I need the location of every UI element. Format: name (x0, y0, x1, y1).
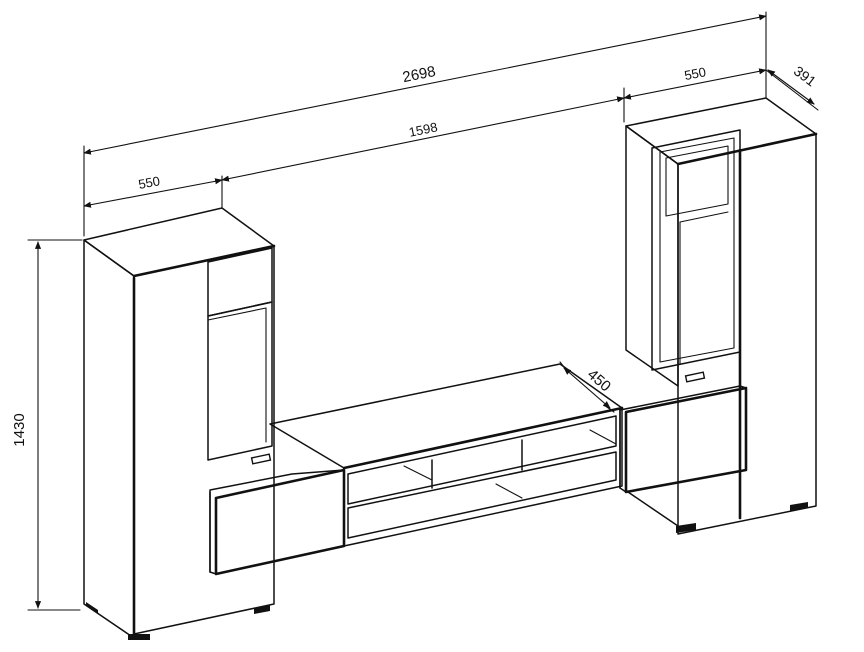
left-cabinet-width-label: 550 (137, 173, 161, 192)
left-cabinet-width-dimension-line (83, 178, 223, 208)
right-cabinet-front (677, 133, 817, 535)
right-cabinet-glass-door (651, 129, 741, 371)
tv-bench-front (343, 407, 623, 547)
left-cabinet-side (83, 239, 135, 639)
right-drawer-front (624, 386, 748, 494)
left-low-drawer-unit (209, 468, 346, 576)
right-cabinet-handle (684, 371, 706, 383)
right-tall-cabinet (625, 97, 818, 535)
left-cabinet-front (133, 245, 275, 635)
right-cabinet-foot (790, 502, 808, 511)
middle-width-label: 1598 (407, 119, 438, 139)
right-low-drawer-unit (619, 385, 748, 527)
side-depth-label: 391 (791, 63, 819, 90)
overall-width-dimension-line (83, 14, 767, 155)
tv-bench-lower-shelf (347, 451, 617, 539)
middle-depth-dimension-line (563, 367, 611, 409)
side-depth-dimension-line (767, 69, 815, 105)
overall-width-label: 2698 (401, 63, 437, 86)
right-cabinet-width-dimension-line (623, 68, 767, 100)
left-cabinet-foot (128, 634, 150, 640)
left-tall-cabinet (83, 207, 276, 640)
middle-width-dimension-line (221, 96, 625, 182)
right-cabinet-foot (676, 523, 696, 533)
left-cabinet-foot (86, 602, 98, 614)
dimension-lines (27, 11, 819, 611)
left-cabinet-handle (250, 453, 272, 465)
middle-tv-bench (269, 363, 624, 547)
tv-bench-upper-shelf (347, 415, 617, 505)
right-cabinet-width-label: 550 (683, 64, 707, 83)
dimension-labels: 2698 1598 550 550 391 450 1430 (11, 63, 819, 447)
height-label: 1430 (11, 413, 28, 446)
left-cabinet-foot (254, 605, 270, 614)
left-cabinet-glass-door (207, 301, 273, 461)
